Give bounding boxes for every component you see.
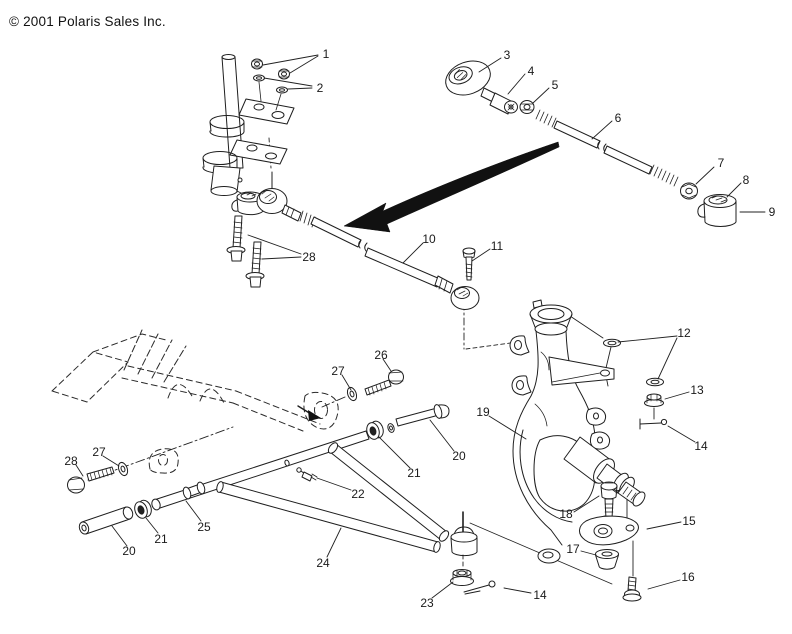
pivot-bolt-28-left [67, 466, 115, 494]
steering-knuckle [509, 299, 646, 564]
a-arm-leg-24 [216, 481, 441, 553]
leader-lines [75, 54, 766, 599]
a-arm-leg-rear [327, 442, 450, 542]
cotter-pin-14b [463, 580, 496, 595]
cotter-pin-14a [639, 418, 668, 430]
knuckle-tab-1 [585, 407, 607, 426]
bolt-18 [600, 481, 618, 520]
nut-7 [680, 182, 698, 200]
washer-27-mid [346, 386, 358, 402]
washer-2a [253, 74, 265, 82]
dust-cap-17 [595, 549, 619, 570]
spindle [563, 436, 646, 507]
bolt-16 [622, 576, 642, 602]
nut-1a [251, 58, 263, 70]
washer-27-left [117, 461, 129, 477]
grease-fitting-22 [284, 459, 318, 482]
adapter-4 [489, 92, 518, 115]
rod-end-3 [445, 60, 491, 96]
tie-rod-assembly-upper [445, 60, 737, 227]
a-arm-assembly [78, 404, 496, 595]
bushing-21-left [134, 499, 152, 519]
knuckle-bracket-arm [548, 356, 615, 386]
frame-insert-arrow [297, 405, 321, 421]
nut-13 [644, 393, 664, 407]
ball-joint [450, 511, 478, 557]
knuckle-ear-lower [511, 375, 532, 396]
knuckle-ear-upper [509, 335, 530, 356]
knuckle-fasteners-right [603, 338, 668, 430]
steering-post-fasteners [251, 58, 290, 111]
washer-12a [603, 338, 621, 348]
tie-rod-end-housing-9 [697, 194, 737, 227]
frame-phantom-outline [51, 329, 339, 474]
bolt-11 [462, 247, 476, 281]
bushing-21-right [366, 420, 384, 440]
stop-plate-15 [579, 515, 639, 546]
knuckle-tab-2 [589, 431, 611, 450]
pivot-bolt-26 [364, 369, 404, 396]
castle-nut-23 [450, 569, 474, 586]
spindle-hardware [579, 481, 642, 602]
washer-2b [276, 86, 288, 94]
a-arm-tube-25 [151, 430, 370, 511]
spacer-ring [387, 423, 395, 433]
steering-post [202, 54, 295, 196]
knuckle-lower-boss [537, 548, 561, 564]
inner-tie-rod-assembly [256, 171, 480, 310]
bolts-28-upper [226, 215, 265, 288]
nut-1b [278, 68, 290, 80]
tie-rod-end-housing-inner [231, 191, 264, 216]
washer-12b [646, 377, 664, 387]
copyright-notice: © 2001 Polaris Sales Inc. [9, 14, 166, 29]
pivot-shaft-20-right [395, 404, 450, 427]
direction-arrow [343, 141, 560, 233]
pivot-tube-20-left [78, 506, 134, 535]
jam-nut-5 [519, 100, 535, 114]
